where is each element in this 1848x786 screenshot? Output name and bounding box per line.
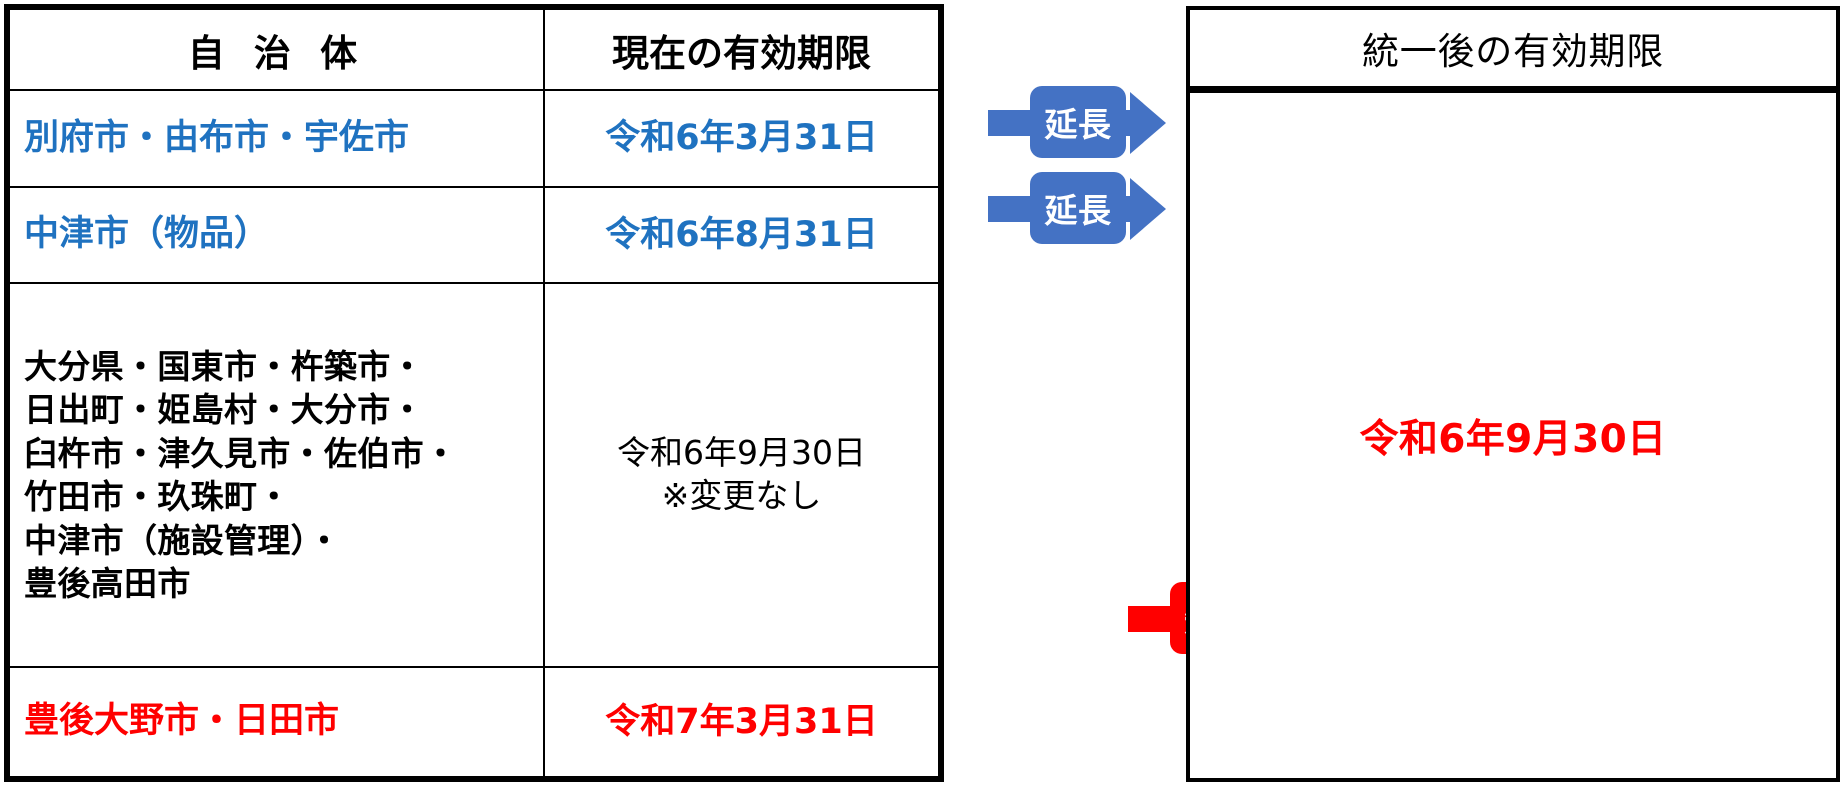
arrow-label-text: 延長	[1044, 105, 1112, 144]
unified-expiry-body: 令和6年9月30日	[1186, 90, 1840, 782]
row-2-current-expiry: 令和6年8月31日	[543, 185, 940, 285]
extension-arrow-row-2: 延長	[988, 172, 1166, 246]
row-3-municipality-list: 大分県・国東市・杵築市・ 日出町・姫島村・大分市・ 臼杵市・津久見市・佐伯市・ …	[8, 282, 545, 669]
table-row: 別府市・由布市・宇佐市 令和6年3月31日	[8, 89, 940, 188]
table-row: 中津市（物品） 令和6年8月31日	[8, 185, 940, 285]
row-3-current-expiry: 令和6年9月30日 ※変更なし	[543, 282, 940, 669]
header-municipality: 自 治 体	[8, 7, 545, 92]
arrow-label-pill: 延長	[1030, 86, 1126, 158]
unified-expiry-title: 統一後の有効期限	[1362, 30, 1664, 73]
row-4-municipality: 豊後大野市・日田市	[8, 666, 545, 778]
arrow-head-icon	[1130, 178, 1166, 240]
municipality-expiry-table: 自 治 体 現在の有効期限 別府市・由布市・宇佐市 令和6年3月31日 中津市（…	[4, 4, 944, 782]
row-4-current-expiry: 令和7年3月31日	[543, 666, 940, 778]
arrow-head-icon	[1130, 92, 1166, 154]
unified-expiry-header: 統一後の有効期限	[1186, 6, 1840, 90]
arrow-label-text: 延長	[1044, 191, 1112, 230]
arrow-label-pill: 延長	[1030, 172, 1126, 244]
table-row: 大分県・国東市・杵築市・ 日出町・姫島村・大分市・ 臼杵市・津久見市・佐伯市・ …	[8, 282, 940, 669]
extension-arrow-row-1: 延長	[988, 86, 1166, 160]
row-1-municipality: 別府市・由布市・宇佐市	[8, 89, 545, 188]
table-row: 豊後大野市・日田市 令和7年3月31日	[8, 666, 940, 778]
unified-expiry-value: 令和6年9月30日	[1359, 416, 1667, 462]
row-1-current-expiry: 令和6年3月31日	[543, 89, 940, 188]
row-2-municipality: 中津市（物品）	[8, 185, 545, 285]
header-current-expiry: 現在の有効期限	[543, 7, 940, 92]
table-header-row: 自 治 体 現在の有効期限	[8, 7, 940, 92]
